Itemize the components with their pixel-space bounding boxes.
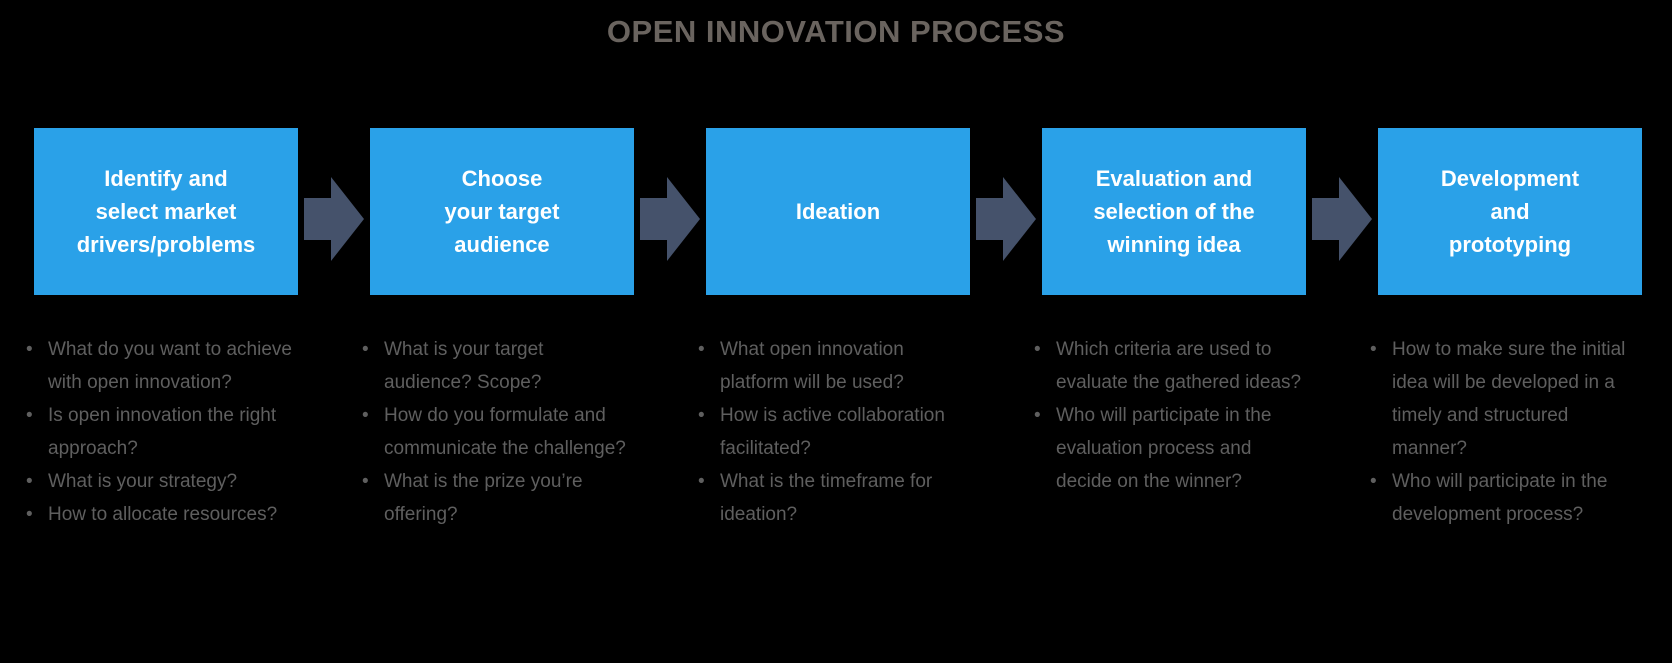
stage-box-ideation: Ideation (706, 128, 970, 295)
stage-title: Choose your target audience (444, 166, 560, 257)
bullet-item: What is the prize you’re offering? (360, 465, 634, 531)
stage-questions-audience: What is your target audience? Scope? How… (360, 333, 634, 531)
arrow-right-icon (640, 176, 700, 261)
bullet-item: How is active collaboration facilitated? (696, 399, 970, 465)
stage-title: Development and prototyping (1440, 166, 1580, 257)
stage-title: Evaluation and selection of the winning … (1093, 166, 1255, 257)
stage-title: Ideation (795, 199, 881, 224)
stage-questions-development: How to make sure the initial idea will b… (1368, 333, 1642, 531)
bullet-item: How to make sure the initial idea will b… (1368, 333, 1642, 465)
bullet-item: How do you formulate and communicate the… (360, 399, 634, 465)
bullet-item: What do you want to achieve with open in… (24, 333, 298, 399)
bullet-item: Who will participate in the evaluation p… (1032, 399, 1306, 498)
stage-questions-ideation: What open innovation platform will be us… (696, 333, 970, 531)
open-innovation-diagram: OPEN INNOVATION PROCESS Identify and sel… (0, 14, 1672, 663)
stage-box-audience: Choose your target audience (370, 128, 634, 295)
process-flow: Identify and select market drivers/probl… (26, 128, 1672, 531)
arrow-right-icon (976, 176, 1036, 261)
arrow-right-icon (304, 176, 364, 261)
bullet-item: Which criteria are used to evaluate the … (1032, 333, 1306, 399)
stage-box-evaluation: Evaluation and selection of the winning … (1042, 128, 1306, 295)
bullet-item: What is the timeframe for ideation? (696, 465, 970, 531)
bullet-item: How to allocate resources? (24, 498, 298, 531)
stage-box-development: Development and prototyping (1378, 128, 1642, 295)
bullet-item: What is your strategy? (24, 465, 298, 498)
stage-title: Identify and select market drivers/probl… (76, 166, 256, 257)
stage-box-identify: Identify and select market drivers/probl… (34, 128, 298, 295)
bullet-item: What open innovation platform will be us… (696, 333, 970, 399)
arrow-right-icon (1312, 176, 1372, 261)
bullet-item: Is open innovation the right approach? (24, 399, 298, 465)
stage-questions-identify: What do you want to achieve with open in… (24, 333, 298, 531)
bullet-item: Who will participate in the development … (1368, 465, 1642, 531)
stage-questions-evaluation: Which criteria are used to evaluate the … (1032, 333, 1306, 531)
page-title: OPEN INNOVATION PROCESS (606, 14, 1066, 49)
bullet-item: What is your target audience? Scope? (360, 333, 634, 399)
